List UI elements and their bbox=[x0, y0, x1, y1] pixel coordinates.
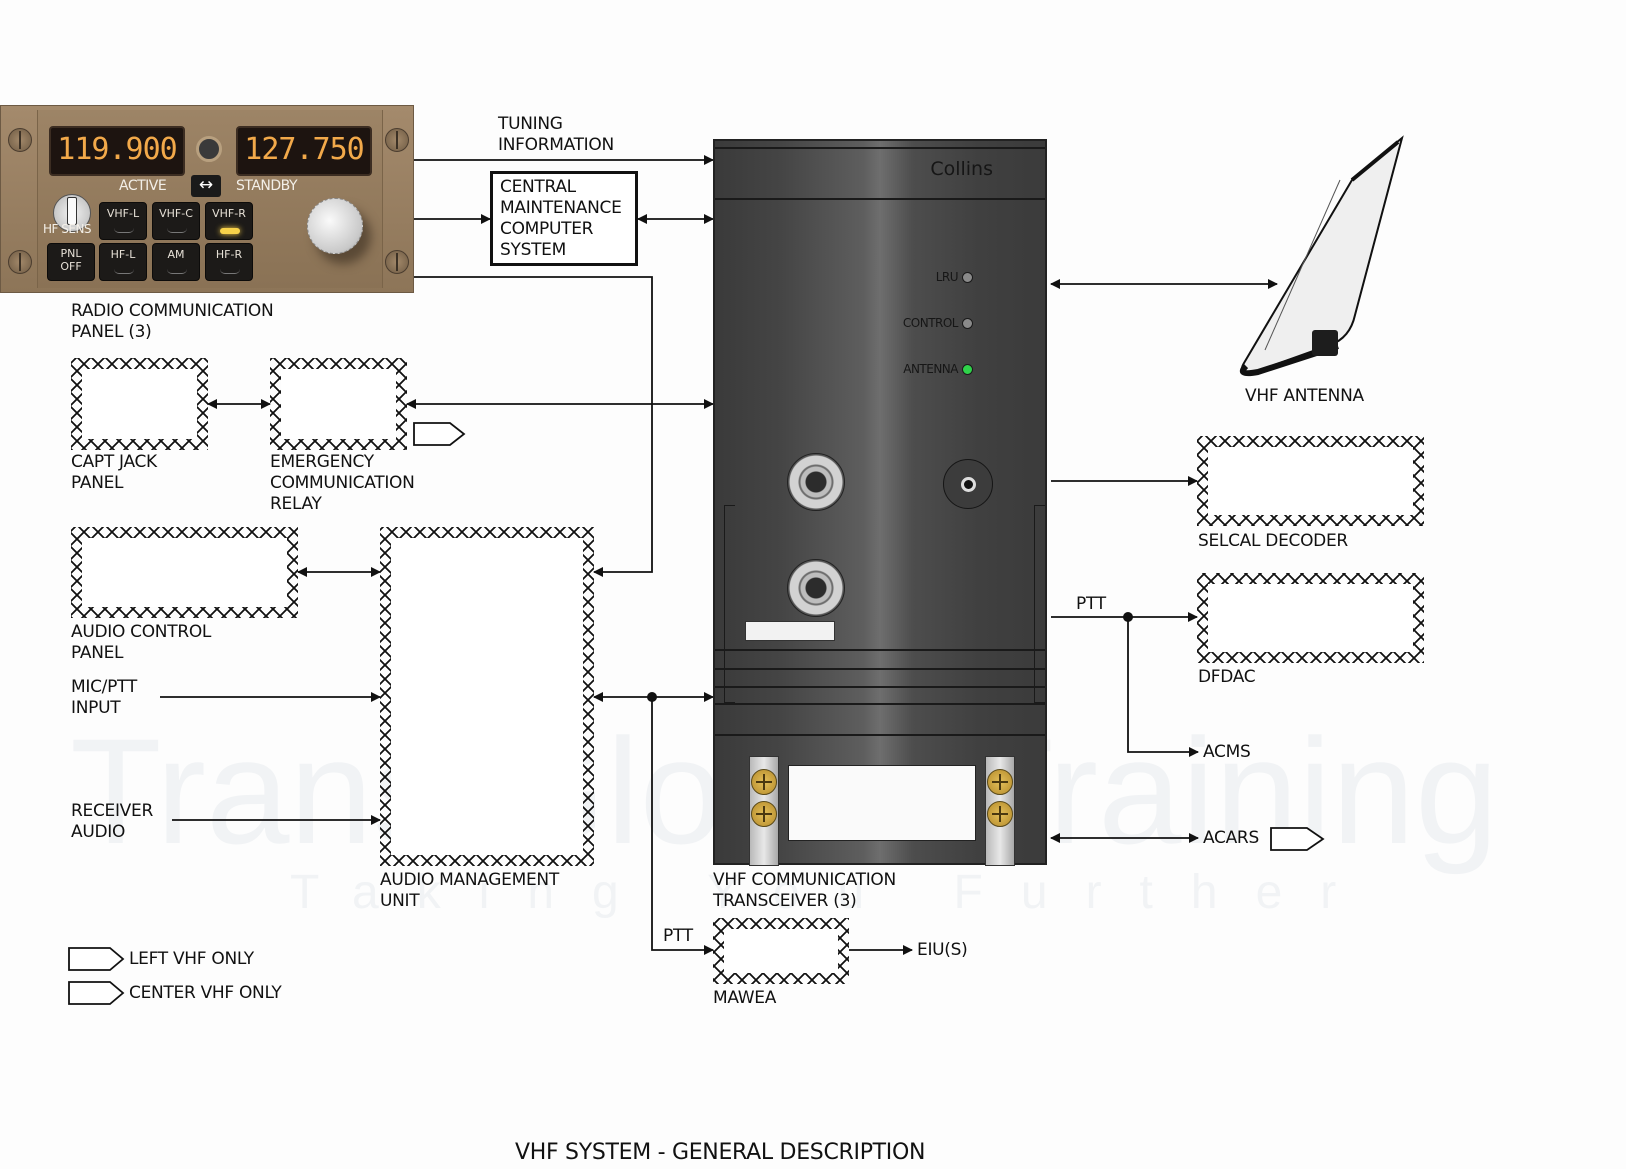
button-pnl-off[interactable]: PNL OFF bbox=[47, 243, 95, 281]
headphone-jack-icon bbox=[943, 459, 993, 509]
lamp-lit-icon bbox=[220, 228, 240, 234]
button-vhf-l[interactable]: VHF-L bbox=[99, 202, 147, 240]
mic-ptt-label: MIC/PTT INPUT bbox=[71, 677, 137, 718]
page-title: VHF SYSTEM - GENERAL DESCRIPTION bbox=[515, 1140, 926, 1165]
box-amu bbox=[380, 527, 594, 866]
box-ecr bbox=[270, 358, 407, 450]
vhf-antenna-icon bbox=[1240, 135, 1404, 377]
hf-sens-label: HF SENS bbox=[43, 222, 92, 236]
ptt-dfdac-label: PTT bbox=[1076, 594, 1106, 614]
capt-jack-label: CAPT JACK PANEL bbox=[71, 452, 157, 493]
box-dfdac bbox=[1197, 573, 1424, 663]
coax-connector-icon bbox=[787, 559, 845, 617]
screw-icon bbox=[987, 769, 1013, 795]
led-lru-icon bbox=[962, 272, 973, 283]
box-mawea bbox=[713, 918, 849, 984]
dfdac-label: DFDAC bbox=[1198, 667, 1256, 687]
led-lru: LRU bbox=[936, 270, 973, 284]
tuning-info-label: TUNING INFORMATION bbox=[498, 114, 614, 155]
vhf-transceiver: Collins LRU CONTROL ANTENNA bbox=[713, 139, 1047, 866]
coax-connector-icon bbox=[787, 453, 845, 511]
box-selcal bbox=[1197, 436, 1424, 526]
legend-tag-left-vhf bbox=[68, 947, 125, 971]
brand-label: Collins bbox=[930, 158, 993, 180]
id-plate bbox=[745, 621, 835, 641]
box-audio-control bbox=[71, 527, 298, 618]
wire-rcp-amu bbox=[414, 276, 653, 577]
led-control: CONTROL bbox=[903, 316, 973, 330]
junction-dot-dfdac bbox=[1123, 612, 1133, 622]
transceiver-label: VHF COMMUNICATION TRANSCEIVER (3) bbox=[713, 870, 896, 911]
antenna-label: VHF ANTENNA bbox=[1245, 386, 1364, 406]
tag-acars-center-vhf bbox=[1270, 827, 1325, 851]
lamp-icon bbox=[114, 228, 134, 233]
standby-frequency-display: 127.750 bbox=[236, 126, 372, 176]
hatched-boxes bbox=[71, 358, 1424, 984]
ptt-mawea-label: PTT bbox=[663, 926, 693, 946]
button-vhf-r[interactable]: VHF-R bbox=[205, 202, 253, 240]
audio-control-label: AUDIO CONTROL PANEL bbox=[71, 622, 212, 663]
wire-ptt-mawea bbox=[651, 697, 714, 955]
ecr-label: EMERGENCY COMMUNICATION RELAY bbox=[270, 452, 415, 514]
box-capt-jack bbox=[71, 358, 208, 450]
legend-center-vhf-label: CENTER VHF ONLY bbox=[129, 983, 282, 1003]
amu-label: AUDIO MANAGEMENT UNIT bbox=[380, 870, 559, 911]
radio-communication-panel: 119.900 127.750 ACTIVE ↔ STANDBY HF SENS… bbox=[0, 105, 414, 293]
handle-window bbox=[788, 765, 976, 841]
lamp-icon bbox=[167, 269, 187, 274]
button-hf-r[interactable]: HF-R bbox=[205, 243, 253, 281]
led-control-icon bbox=[962, 318, 973, 329]
active-label: ACTIVE bbox=[119, 178, 167, 194]
active-frequency-display: 119.900 bbox=[49, 126, 185, 176]
tag-ecr-left-vhf bbox=[413, 422, 466, 446]
mawea-label: MAWEA bbox=[713, 988, 777, 1008]
lamp-icon bbox=[220, 269, 240, 274]
led-antenna-icon bbox=[962, 364, 973, 375]
wire-ptt-acms bbox=[1127, 617, 1199, 757]
legend-left-vhf-label: LEFT VHF ONLY bbox=[129, 949, 254, 969]
screw-icon bbox=[385, 128, 409, 152]
button-hf-l[interactable]: HF-L bbox=[99, 243, 147, 281]
button-am[interactable]: AM bbox=[152, 243, 200, 281]
screw-icon bbox=[987, 801, 1013, 827]
standby-label: STANDBY bbox=[236, 178, 298, 194]
lamp-icon bbox=[167, 228, 187, 233]
lamp-icon bbox=[114, 269, 134, 274]
screw-icon bbox=[8, 250, 32, 274]
double-arrow-icon: ↔ bbox=[198, 175, 214, 195]
legend-tag-center-vhf bbox=[68, 981, 125, 1005]
cmcs-box: CENTRAL MAINTENANCE COMPUTER SYSTEM bbox=[490, 171, 638, 266]
screw-icon bbox=[751, 769, 777, 795]
acars-label: ACARS bbox=[1203, 828, 1259, 848]
eiu-label: EIU(S) bbox=[917, 940, 968, 960]
button-vhf-c[interactable]: VHF-C bbox=[152, 202, 200, 240]
screw-icon bbox=[385, 250, 409, 274]
led-antenna: ANTENNA bbox=[903, 362, 973, 376]
cmcs-label: CENTRAL MAINTENANCE COMPUTER SYSTEM bbox=[500, 177, 622, 260]
transfer-button[interactable]: ↔ bbox=[191, 175, 221, 197]
receiver-audio-label: RECEIVER AUDIO bbox=[71, 801, 153, 842]
hf-sens-knob[interactable] bbox=[53, 194, 91, 232]
selcal-label: SELCAL DECODER bbox=[1198, 531, 1348, 551]
screw-icon bbox=[8, 128, 32, 152]
junction-dot-amu bbox=[647, 692, 657, 702]
frequency-selector-knob[interactable] bbox=[307, 198, 363, 254]
light-sensor-icon bbox=[196, 136, 222, 162]
screw-icon bbox=[751, 801, 777, 827]
radio-panel-label: RADIO COMMUNICATION PANEL (3) bbox=[71, 301, 274, 342]
acms-label: ACMS bbox=[1203, 742, 1251, 762]
